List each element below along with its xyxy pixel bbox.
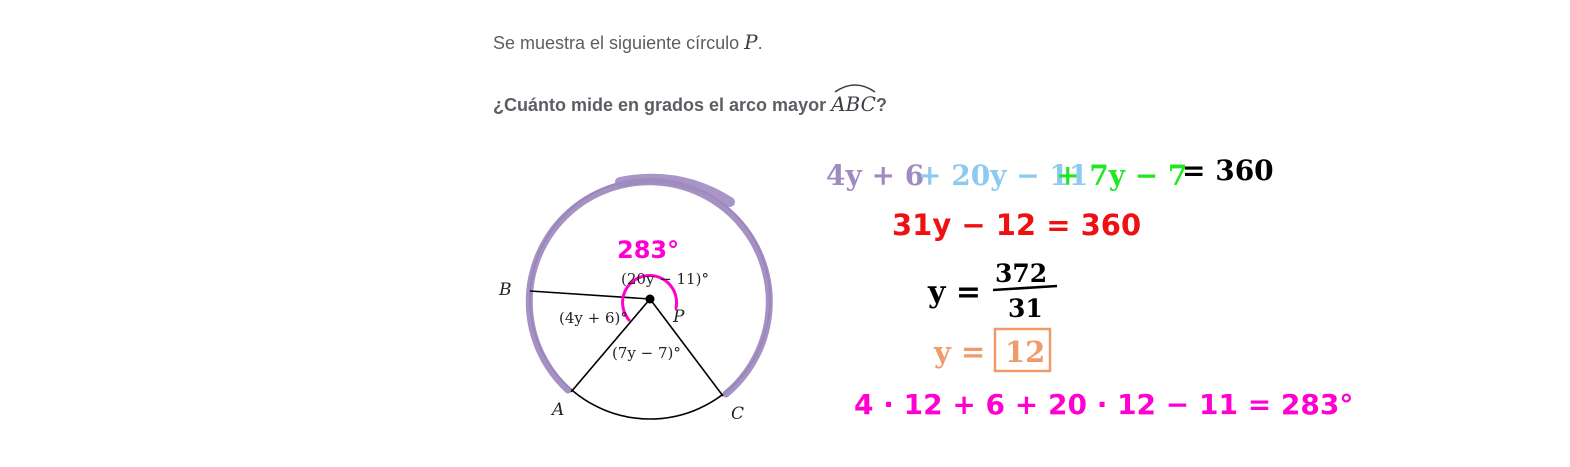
radius-pa bbox=[570, 298, 651, 393]
angle-label-left: (4y + 6)° bbox=[559, 309, 628, 327]
question-end: ? bbox=[875, 95, 887, 115]
work-line-2: 31y − 12 = 360 bbox=[892, 208, 1141, 242]
radius-pc bbox=[649, 298, 724, 397]
arc-symbol-icon bbox=[834, 84, 876, 93]
work-line-1: 4y + 6 + 20y − 11 + 7y − 7 = 360 bbox=[826, 154, 1274, 192]
radius-pb bbox=[529, 290, 651, 300]
work-line1-part1: 4y + 6 bbox=[826, 159, 924, 192]
label-a: A bbox=[550, 400, 564, 420]
statement-text: Se muestra el siguiente círculo bbox=[493, 33, 740, 53]
angle-label-bp: (20y − 11)° bbox=[621, 270, 709, 288]
answer-box bbox=[993, 327, 1052, 373]
work-line-3: y = 372 31 bbox=[927, 259, 1058, 323]
work-line4-lhs: y = bbox=[933, 335, 985, 369]
handwritten-work: 4y + 6 + 20y − 11 + 7y − 7 = 360 31y − 1… bbox=[826, 154, 1353, 421]
work-line-4: y = 12 bbox=[933, 327, 1052, 373]
arc-notation: ABC bbox=[831, 84, 876, 116]
fraction-bar bbox=[992, 284, 1058, 292]
problem-statement: Se muestra el siguiente círculo P. bbox=[493, 30, 763, 54]
label-c: C bbox=[731, 404, 744, 424]
work-line3-denominator: 31 bbox=[1008, 294, 1043, 323]
angle-label-bottom: (7y − 7)° bbox=[612, 344, 681, 362]
work-line1-part3: + 7y − 7 bbox=[1056, 159, 1187, 192]
statement-end: . bbox=[757, 33, 763, 53]
question-text: ¿Cuánto mide en grados el arco mayor bbox=[493, 95, 827, 115]
major-arc-highlight-extra bbox=[615, 173, 735, 207]
center-point bbox=[645, 294, 655, 304]
work-line-5: 4 · 12 + 6 + 20 · 12 − 11 = 283° bbox=[854, 388, 1353, 421]
work-line3-numerator: 372 bbox=[995, 259, 1047, 288]
statement-variable: P bbox=[744, 30, 758, 54]
circle-diagram: B A C P (20y − 11)° (4y + 6)° (7y − 7)° … bbox=[498, 173, 773, 424]
arc-annotation-value: 283° bbox=[617, 236, 679, 264]
work-line4-boxed: 12 bbox=[1005, 335, 1045, 369]
work-line1-part4: = 360 bbox=[1182, 154, 1274, 187]
question-arc-label: ABC bbox=[831, 92, 876, 116]
work-line1-part2: + 20y − 11 bbox=[918, 159, 1088, 192]
label-b: B bbox=[498, 280, 512, 300]
work-line3-lhs: y = bbox=[927, 275, 981, 310]
label-p: P bbox=[672, 307, 685, 327]
angle-annotation-arc bbox=[621, 274, 679, 322]
problem-question: ¿Cuánto mide en grados el arco mayor ABC… bbox=[493, 84, 887, 116]
